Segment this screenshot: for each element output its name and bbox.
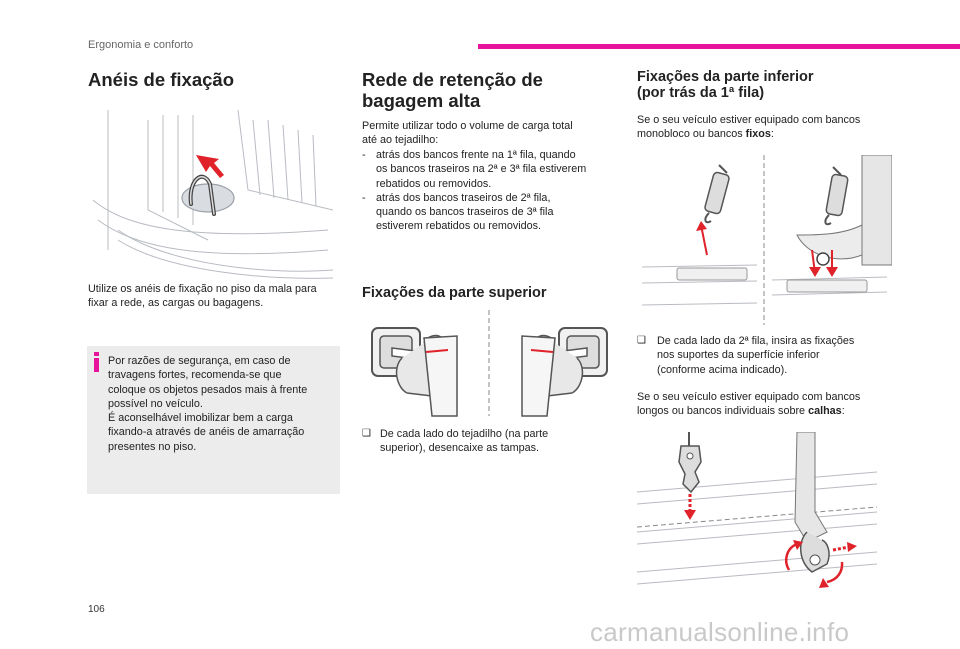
info-line: possível no veículo. [108, 397, 203, 410]
accent-bar [478, 44, 960, 49]
step-lower: ❑ De cada lado da 2ª fila, insira as fix… [637, 334, 897, 377]
p2-text: longos ou bancos individuais sobre [637, 405, 809, 418]
intro-line: até ao tejadilho: [362, 134, 439, 147]
title-line: (por trás da 1ª fila) [637, 85, 765, 101]
step-upper: ❑ De cada lado do tejadilho (na parte su… [362, 427, 617, 456]
watermark: carmanualsonline.info [590, 617, 850, 647]
info-line: Por razões de segurança, em caso de [108, 355, 291, 367]
bullet-list: - atrás dos bancos frente na 1ª fila, qu… [362, 148, 617, 234]
p2-line: longos ou bancos individuais sobre calha… [637, 404, 897, 418]
bullet-marker: - [362, 149, 366, 161]
p1-line: Se o seu veículo estiver equipado com ba… [637, 114, 861, 126]
intro-rede: Permite utilizar todo o volume de carga … [362, 119, 612, 148]
info-line: fixando-a através de anéis de amarração [108, 426, 305, 439]
info-line: É aconselhável imobilizar bem a carga [108, 412, 293, 425]
paragraph-aneis: Utilize os anéis de fixação no piso da m… [88, 283, 317, 310]
subtitle-fixacoes-superior: Fixações da parte superior [362, 285, 547, 301]
p2-line: Se o seu veículo estiver equipado com ba… [637, 391, 861, 403]
p1-bold: fixos [745, 128, 771, 141]
p1-text: monobloco ou bancos [637, 128, 746, 141]
bullet-line: estiverem rebatidos ou removidos. [376, 220, 542, 233]
bullet-line: atrás dos bancos frente na 1ª fila, quan… [376, 149, 576, 161]
illustration-upper-fixings [371, 310, 608, 417]
bullet-line: os bancos traseiros na 2ª e 3ª fila esti… [376, 163, 587, 176]
info-line: travagens fortes, recomenda-se que [108, 369, 282, 382]
title-line: bagagem alta [362, 90, 481, 111]
paragraph-calhas: Se o seu veículo estiver equipado com ba… [637, 390, 897, 419]
p2-end: : [841, 405, 845, 418]
page-number: 106 [88, 604, 105, 615]
step-marker-icon: ❑ [637, 335, 646, 346]
section-label: Ergonomia e conforto [88, 39, 194, 51]
info-line: presentes no piso. [108, 440, 197, 453]
p2-bold: calhas [808, 405, 842, 418]
p1-end: : [770, 128, 774, 141]
illustration-anchor-ring [92, 109, 334, 279]
info-line: coloque os objetos pesados mais à frente [108, 383, 308, 396]
p1-line: monobloco ou bancos fixos: [637, 127, 897, 141]
title-aneis-fixacao: Anéis de fixação [88, 69, 235, 90]
step-line: superior), desencaixe as tampas. [380, 442, 540, 455]
intro-line: Permite utilizar todo o volume de carga … [362, 120, 573, 132]
step-line: nos suportes da superfície inferior [657, 349, 820, 362]
info-box [87, 346, 340, 494]
title-rede-retencao: Rede de retenção de bagagem alta [362, 69, 543, 111]
bullet-line: atrás dos bancos traseiros de 2ª fila, [376, 191, 551, 204]
illustration-lower-fixings [641, 155, 892, 325]
step-marker-icon: ❑ [362, 428, 371, 439]
step-line: (conforme acima indicado). [657, 363, 788, 376]
title-line: Fixações da parte inferior [637, 69, 814, 85]
list-item: - atrás dos bancos frente na 1ª fila, qu… [362, 148, 617, 191]
list-item: - atrás dos bancos traseiros de 2ª fila,… [362, 191, 617, 234]
info-icon [94, 352, 99, 372]
bullet-line: quando os bancos traseiros de 3ª fila [376, 206, 554, 219]
bullet-line: rebatidos ou removidos. [376, 177, 492, 190]
title-fixacoes-inferior: Fixações da parte inferior (por trás da … [637, 69, 813, 101]
step-line: De cada lado do tejadilho (na parte [380, 428, 549, 440]
info-text: Por razões de segurança, em caso de trav… [108, 354, 338, 454]
bullet-marker: - [362, 191, 366, 204]
step-line: De cada lado da 2ª fila, insira as fixaç… [657, 335, 855, 347]
title-line: Rede de retenção de [362, 69, 543, 90]
illustration-rail-fixings [637, 432, 878, 588]
paragraph-bancos-fixos: Se o seu veículo estiver equipado com ba… [637, 113, 897, 142]
